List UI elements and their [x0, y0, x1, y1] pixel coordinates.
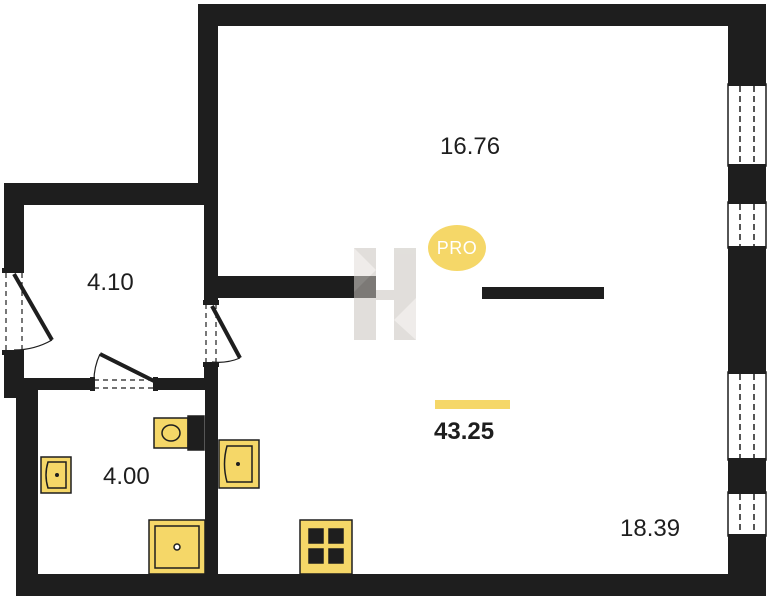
bathroom-area-label: 4.00	[103, 463, 150, 490]
kitchen-sink-icon	[218, 439, 260, 489]
outer-walls	[4, 4, 766, 596]
hall-left-wall-top	[4, 183, 24, 271]
right-wall-top	[728, 4, 766, 84]
total-area-label: 43.25	[434, 418, 495, 445]
total-area-bar	[435, 400, 510, 409]
pro-badge: PRO	[428, 225, 486, 271]
right-wall-mid3	[728, 460, 766, 492]
room-door	[203, 300, 242, 367]
bathroom-door	[90, 352, 158, 391]
right-wall-mid1	[728, 166, 766, 202]
hall-top-wall	[4, 183, 218, 205]
bathroom-fixtures	[40, 415, 206, 575]
hall-right-wall-bottom	[204, 364, 218, 380]
window-3	[727, 371, 767, 461]
partition-wall-left	[204, 276, 376, 298]
kitchen-fixtures	[218, 439, 353, 575]
right-wall-mid2	[728, 248, 766, 372]
toilet-icon	[153, 415, 205, 451]
hall-area-label: 4.10	[87, 269, 134, 296]
watermark-logo	[354, 248, 416, 340]
bath-right-wall	[205, 380, 218, 578]
bath-top-wall-left	[24, 378, 92, 390]
bath-top-wall-right	[156, 378, 218, 390]
entrance-door	[2, 268, 54, 355]
bath-left-wall	[16, 378, 38, 596]
main-room-area-label: 16.76	[440, 133, 501, 160]
stove-icon	[299, 519, 353, 575]
window-4	[727, 491, 767, 537]
top-wall	[198, 4, 766, 26]
bottom-wall	[16, 574, 766, 596]
left-upper-wall	[198, 4, 218, 204]
pro-badge-text: PRO	[436, 237, 478, 258]
shower-tray-icon	[148, 519, 206, 575]
sink-icon	[40, 456, 72, 494]
window-1	[727, 83, 767, 167]
partition-wall-right	[482, 287, 604, 299]
window-2	[727, 201, 767, 249]
kitchen-area-label: 18.39	[620, 515, 681, 542]
windows	[727, 82, 767, 538]
